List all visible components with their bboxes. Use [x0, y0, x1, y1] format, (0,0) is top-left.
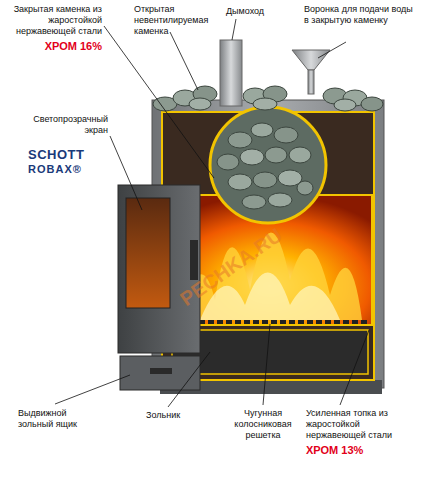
material-note: ХРОМ 13%	[306, 444, 416, 457]
callout-label: Светопрозрачный экран	[14, 114, 108, 136]
callout-label: Выдвижной зольный ящик	[18, 408, 94, 430]
ash-drawer	[120, 356, 200, 390]
callout-label: Воронка для подачи воды в закрытую камен…	[304, 4, 418, 26]
callout-label: Открытая невентилируемая каменка	[134, 4, 218, 37]
chimney	[220, 40, 242, 106]
callout-label: Закрытая каменка из жаростойкой нержавею…	[8, 4, 102, 37]
water-funnel	[292, 50, 330, 94]
callout-label: Чугунная колосниковая решетка	[220, 408, 306, 441]
brand-logo: SCHOTT	[28, 148, 108, 162]
brand-logo: ROBAX®	[28, 163, 108, 175]
closed-stone-chamber	[210, 107, 326, 223]
material-note: ХРОМ 16%	[8, 40, 102, 53]
open-stones	[153, 86, 383, 111]
fire-door	[118, 185, 200, 353]
callout-label: Усиленная топка из жаростойкой нержавеющ…	[306, 408, 420, 441]
leader-lines	[55, 19, 369, 407]
callout-label: Зольник	[146, 410, 210, 421]
callout-label: Дымоход	[226, 6, 286, 17]
